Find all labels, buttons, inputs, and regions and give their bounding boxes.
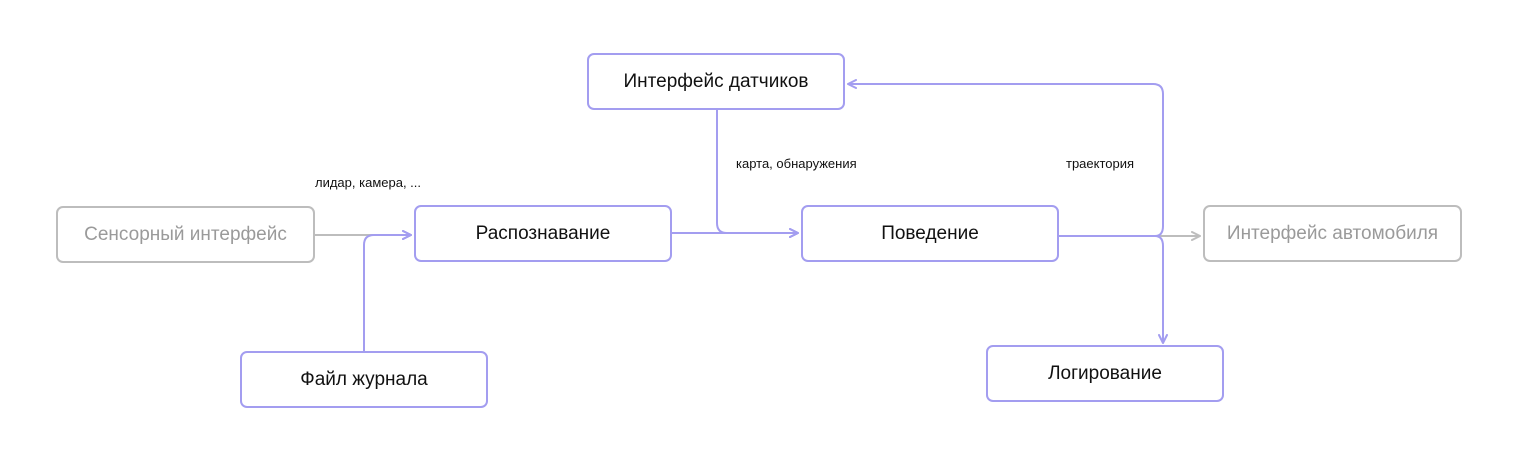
- node-sensor-interface: Сенсорный интерфейс: [56, 206, 315, 263]
- edge-drivers-to-behavior: [716, 109, 799, 238]
- node-perception-label: Распознавание: [475, 222, 611, 244]
- node-sensor-drivers: Интерфейс датчиков: [587, 53, 845, 110]
- node-logging-label: Логирование: [1048, 362, 1162, 384]
- node-log-file-label: Файл журнала: [300, 368, 428, 390]
- edge-behavior-to-logging: [1154, 235, 1168, 344]
- node-vehicle-interface: Интерфейс автомобиля: [1203, 205, 1462, 262]
- edge-behavior-to-drivers: [847, 79, 1164, 237]
- node-behavior: Поведение: [801, 205, 1059, 262]
- edge-logfile-to-perception: [363, 230, 412, 351]
- edge-label-trajectory: траектория: [1066, 156, 1135, 171]
- edge-label-map-detections: карта, обнаружения: [736, 156, 857, 171]
- node-vehicle-interface-label: Интерфейс автомобиля: [1226, 222, 1439, 244]
- edge-label-sensor-inputs: лидар, камера, ...: [315, 175, 422, 190]
- node-sensor-interface-label: Сенсорный интерфейс: [84, 223, 287, 245]
- node-logging: Логирование: [986, 345, 1224, 402]
- node-behavior-label: Поведение: [881, 222, 979, 244]
- node-log-file: Файл журнала: [240, 351, 488, 408]
- node-perception: Распознавание: [414, 205, 672, 262]
- node-sensor-drivers-label: Интерфейс датчиков: [623, 70, 809, 92]
